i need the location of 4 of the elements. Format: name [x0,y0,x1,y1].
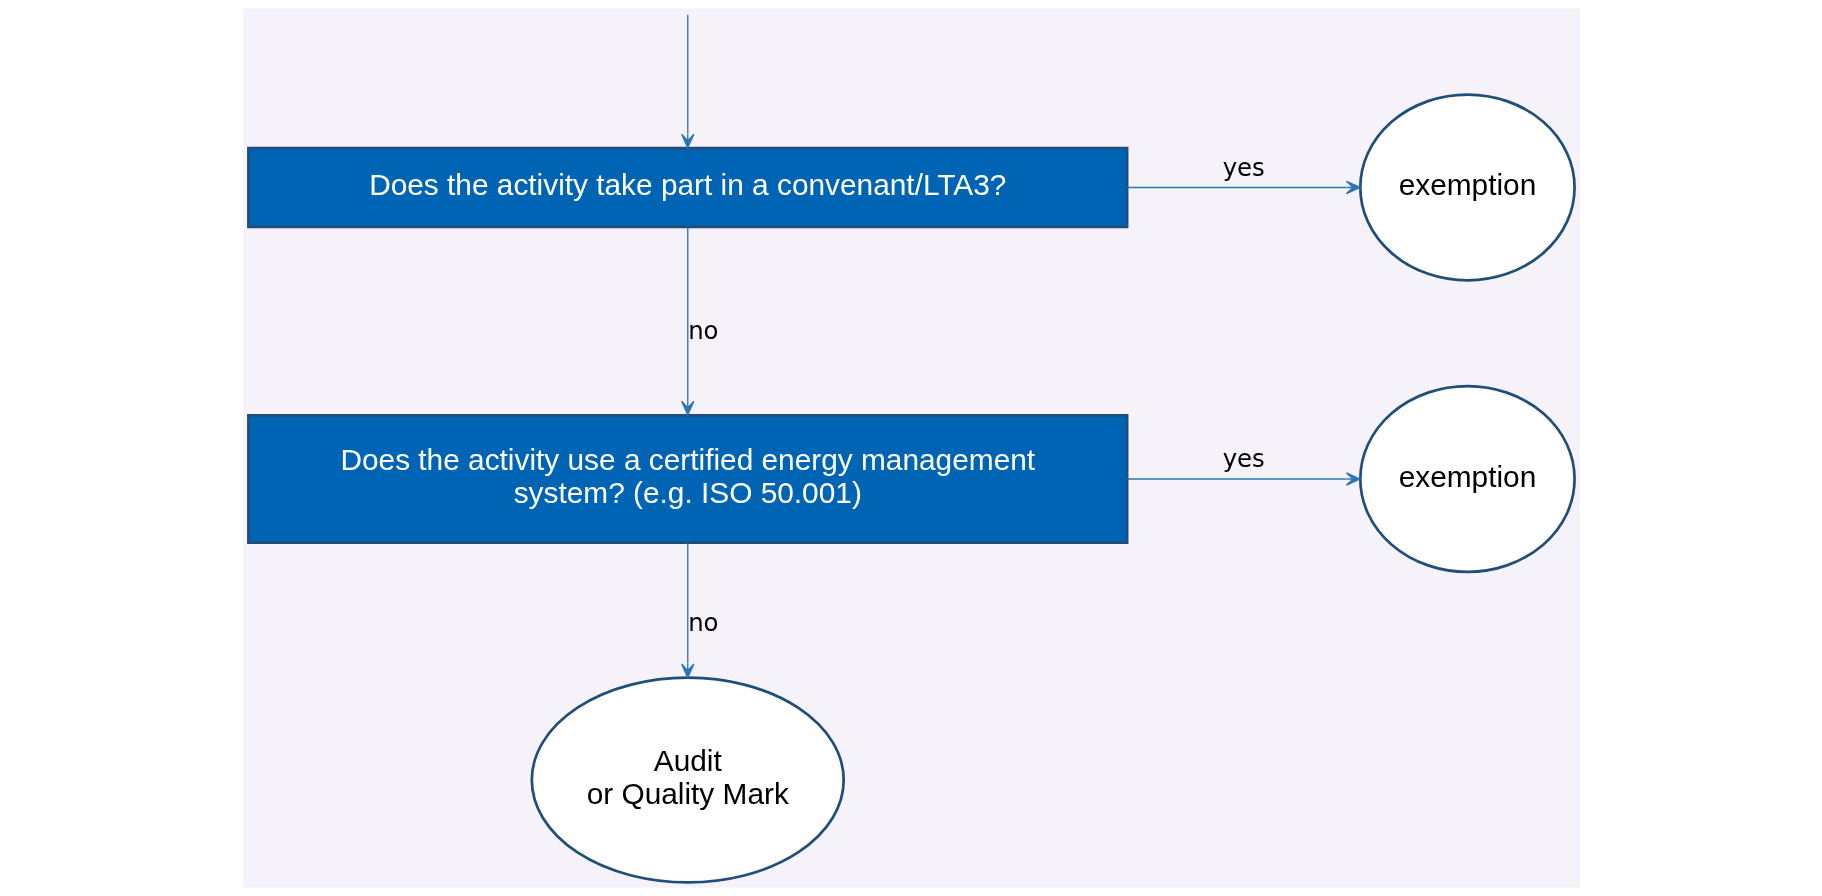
edge-label: yes [1222,444,1265,474]
edge-label: yes [1222,152,1265,182]
edge-label: no [687,316,719,346]
edge-label: no [687,607,719,637]
